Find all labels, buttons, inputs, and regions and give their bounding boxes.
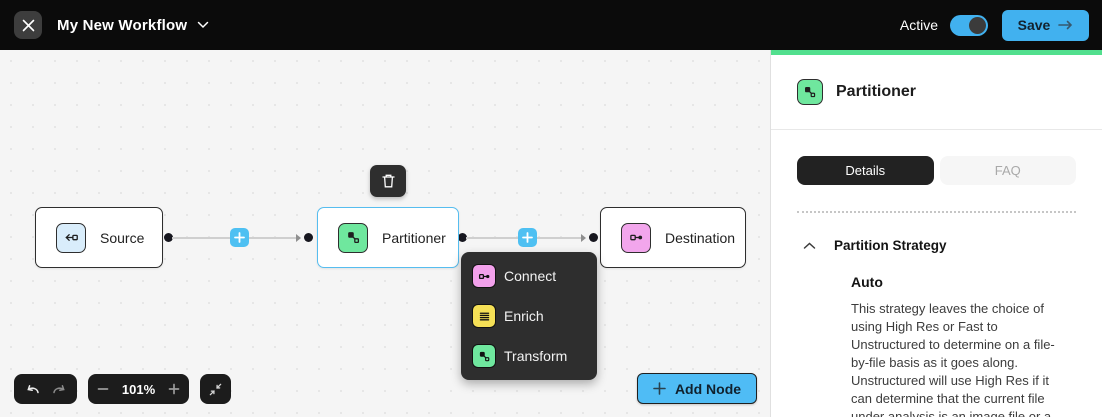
menu-item-label: Transform xyxy=(504,348,568,364)
partitioner-input-port[interactable] xyxy=(304,233,313,242)
transform-icon xyxy=(338,222,368,253)
arrow-right-icon xyxy=(1058,20,1073,30)
menu-item-label: Connect xyxy=(504,268,557,284)
redo-icon xyxy=(51,382,68,396)
panel-title: Partitioner xyxy=(836,83,917,100)
zoom-controls: 101% xyxy=(88,374,189,404)
connect-icon xyxy=(621,222,651,253)
tab-faq[interactable]: FAQ xyxy=(939,156,1076,185)
panel-header: Partitioner xyxy=(771,55,1102,129)
divider xyxy=(771,129,1102,130)
partitioner-output-port[interactable] xyxy=(458,233,467,242)
source-input-icon xyxy=(56,222,86,253)
node-settings-panel: Partitioner Details FAQ Partition Strate… xyxy=(770,50,1102,417)
zoom-level-value: 101% xyxy=(121,381,156,397)
trash-icon xyxy=(381,173,396,189)
plus-icon xyxy=(234,232,245,243)
minus-icon xyxy=(97,383,109,395)
zoom-out-button[interactable] xyxy=(97,383,109,395)
close-button[interactable] xyxy=(14,11,42,39)
toggle-knob xyxy=(969,16,986,34)
plus-icon xyxy=(522,232,533,243)
section-partition-strategy[interactable]: Partition Strategy xyxy=(797,238,1076,253)
workflow-title-dropdown[interactable]: My New Workflow xyxy=(57,17,209,34)
source-output-port[interactable] xyxy=(164,233,173,242)
panel-tabs: Details FAQ xyxy=(797,156,1076,185)
plus-icon xyxy=(168,383,180,395)
node-label: Source xyxy=(100,229,145,246)
fit-view-button[interactable] xyxy=(200,374,231,404)
transform-icon xyxy=(797,79,823,105)
menu-item-connect[interactable]: Connect xyxy=(461,256,597,296)
section-title: Partition Strategy xyxy=(834,238,947,253)
add-node-on-edge-button-2[interactable] xyxy=(518,228,537,247)
add-node-on-edge-button-1[interactable] xyxy=(230,228,249,247)
plus-icon xyxy=(653,382,666,395)
edge-arrowhead-icon xyxy=(296,233,301,242)
workflow-title: My New Workflow xyxy=(57,16,188,34)
menu-item-label: Enrich xyxy=(504,308,544,324)
edge-arrowhead-icon xyxy=(581,233,586,242)
strategy-name: Auto xyxy=(851,274,883,290)
panel-accent-bar xyxy=(771,50,1102,55)
connect-icon xyxy=(472,264,496,288)
node-type-menu: Connect Enrich Transform xyxy=(461,252,597,380)
zoom-in-button[interactable] xyxy=(168,383,180,395)
chevron-down-icon xyxy=(197,21,209,29)
redo-button[interactable] xyxy=(51,382,68,396)
menu-item-transform[interactable]: Transform xyxy=(461,336,597,376)
enrich-icon xyxy=(472,304,496,328)
save-button[interactable]: Save xyxy=(1002,9,1089,41)
active-toggle-label: Active xyxy=(899,17,938,33)
destination-input-port[interactable] xyxy=(589,233,598,242)
node-destination[interactable]: Destination xyxy=(600,207,746,268)
workflow-canvas[interactable]: Source Partitioner Destination Connect E… xyxy=(0,50,770,417)
transform-icon xyxy=(472,344,496,368)
node-label: Partitioner xyxy=(382,229,446,246)
chevron-up-icon xyxy=(803,241,816,250)
close-icon xyxy=(22,19,35,32)
collapse-view-icon xyxy=(208,382,223,397)
tab-details[interactable]: Details xyxy=(797,156,934,185)
topbar: My New Workflow Active Save xyxy=(0,0,1102,50)
node-label: Destination xyxy=(665,229,736,246)
node-partitioner[interactable]: Partitioner xyxy=(317,207,459,268)
add-node-button[interactable]: Add Node xyxy=(637,373,757,404)
node-source[interactable]: Source xyxy=(35,207,163,268)
strategy-details: Auto This strategy leaves the choice of … xyxy=(851,274,1076,417)
dotted-divider xyxy=(797,211,1076,213)
strategy-description: This strategy leaves the choice of using… xyxy=(851,301,1055,417)
active-toggle[interactable] xyxy=(950,14,988,36)
undo-button[interactable] xyxy=(24,382,41,396)
menu-item-enrich[interactable]: Enrich xyxy=(461,296,597,336)
undo-redo-controls xyxy=(14,374,77,404)
undo-icon xyxy=(24,382,41,396)
delete-node-button[interactable] xyxy=(370,165,406,197)
